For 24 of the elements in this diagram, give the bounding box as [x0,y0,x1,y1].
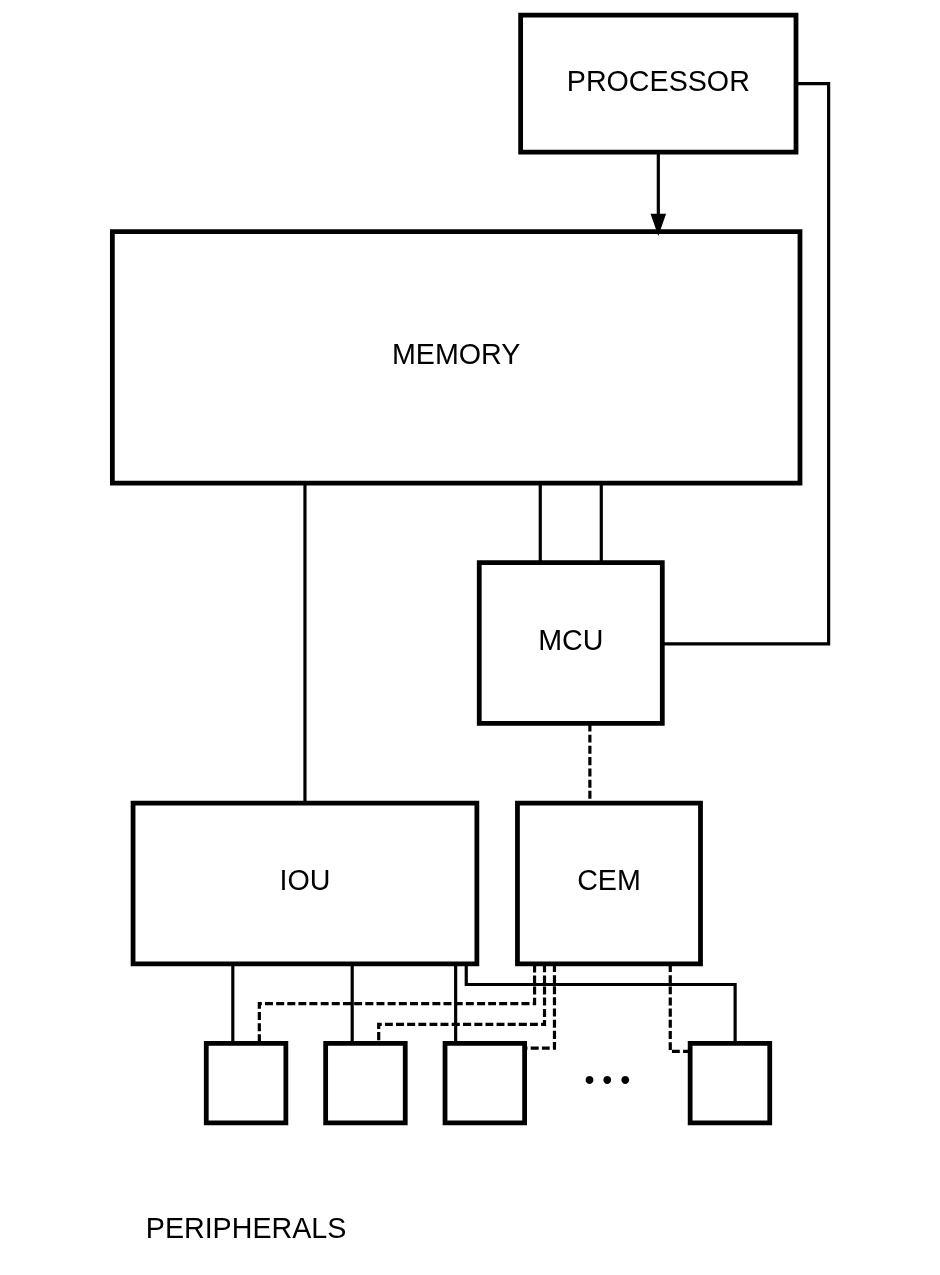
label: PERIPHERALS [145,1212,346,1245]
label: • • • [583,1064,630,1097]
node-box: CEM [514,800,703,967]
node-box: PROCESSOR [517,12,798,155]
connector [524,963,556,1050]
connector [538,483,542,563]
connector [350,964,354,1044]
node-box: IOU [130,800,479,967]
arrow [650,152,666,237]
node-box [203,1041,288,1126]
connector [453,964,457,1044]
connector [376,964,546,1043]
node-box [442,1041,527,1126]
node-box: MCU [476,560,665,726]
connector [230,964,234,1044]
connector [464,964,737,1044]
node-box [322,1041,408,1126]
connector [599,483,603,563]
connector [257,964,536,1043]
connector [661,82,830,646]
connector [668,963,690,1053]
connector [302,483,307,803]
node-box: MEMORY [109,229,802,486]
node-box [687,1041,772,1126]
